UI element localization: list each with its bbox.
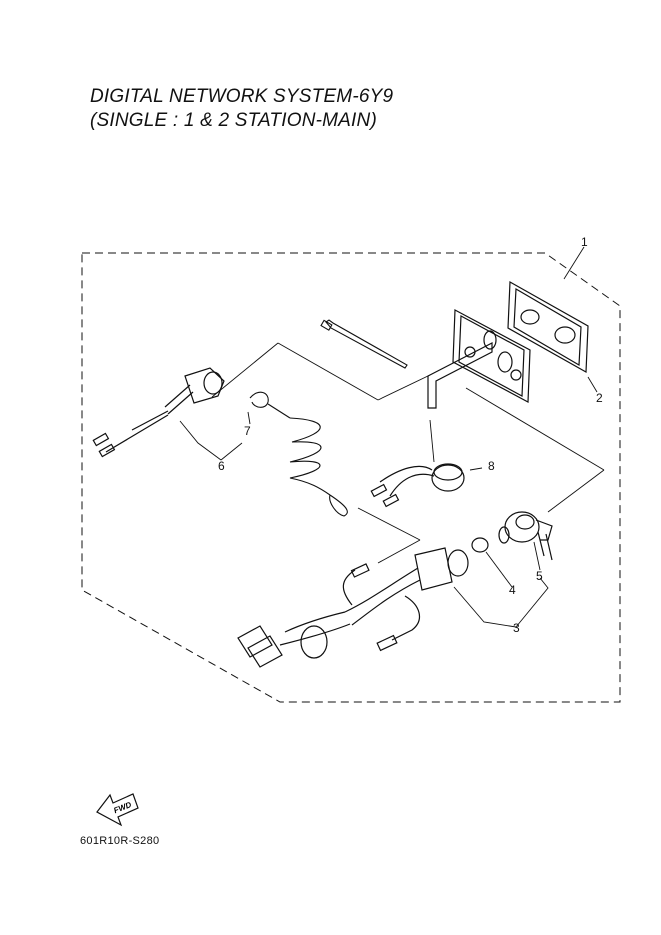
main-switch-part — [498, 511, 553, 561]
mounting-bracket-part — [427, 309, 531, 409]
callout-4: 4 — [509, 583, 516, 597]
callout-6: 6 — [218, 459, 225, 473]
stop-switch-part — [92, 367, 225, 458]
callout-3: 3 — [513, 621, 520, 635]
callout-2: 2 — [596, 391, 603, 405]
diagram-title-line2: (SINGLE : 1 & 2 STATION-MAIN) — [90, 110, 377, 131]
diagram-title-line1: DIGITAL NETWORK SYSTEM-6Y9 — [90, 86, 394, 107]
callout-5: 5 — [536, 569, 543, 583]
callout-1: 1 — [581, 235, 588, 249]
nut-part — [471, 537, 489, 553]
lanyard-cord-part — [249, 391, 348, 517]
buzzer-part — [370, 463, 465, 508]
diagram-code: 601R10R-S280 — [80, 835, 160, 847]
fwd-arrow-icon — [96, 793, 139, 827]
main-harness-part — [237, 547, 469, 668]
callout-8: 8 — [488, 459, 495, 473]
leader-lines — [179, 246, 605, 628]
callout-7: 7 — [244, 424, 251, 438]
kit-boundary — [81, 252, 621, 703]
cable-tie-part — [320, 319, 408, 369]
panel-plate-part — [507, 280, 589, 374]
